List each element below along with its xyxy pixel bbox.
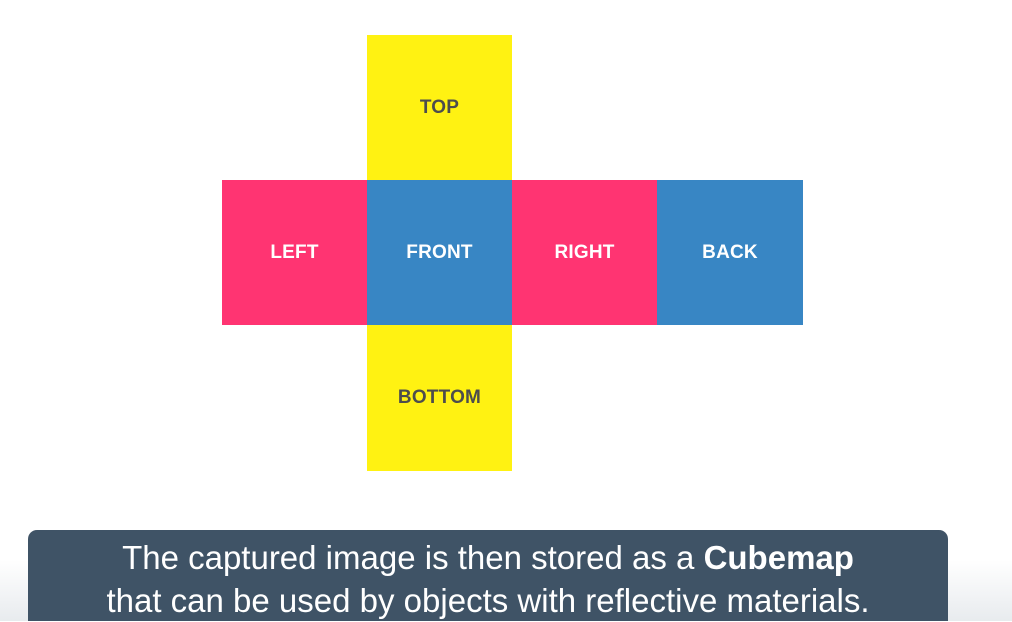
caption-line-2: that can be used by objects with reflect… <box>106 582 870 619</box>
subtitle-caption: The captured image is then stored as a C… <box>28 530 948 621</box>
caption-line-1-text: The captured image is then stored as a <box>122 539 704 576</box>
cube-face-right-label: RIGHT <box>554 241 615 263</box>
cube-face-left-label: LEFT <box>270 241 319 263</box>
cube-face-front-label: FRONT <box>406 241 473 263</box>
caption-line-1: The captured image is then stored as a C… <box>28 536 948 579</box>
cube-face-bottom: BOTTOM <box>367 325 512 471</box>
cube-face-back: BACK <box>657 180 803 325</box>
caption-cubemap-term: Cubemap <box>703 539 854 576</box>
cube-face-top: TOP <box>367 35 512 180</box>
cube-face-bottom-label: BOTTOM <box>397 387 482 408</box>
cube-face-back-label: BACK <box>702 241 758 263</box>
cube-face-right: RIGHT <box>512 180 657 325</box>
cube-face-left: LEFT <box>222 180 367 325</box>
cube-face-top-label: TOP <box>419 96 460 118</box>
cube-face-front: FRONT <box>367 180 512 325</box>
